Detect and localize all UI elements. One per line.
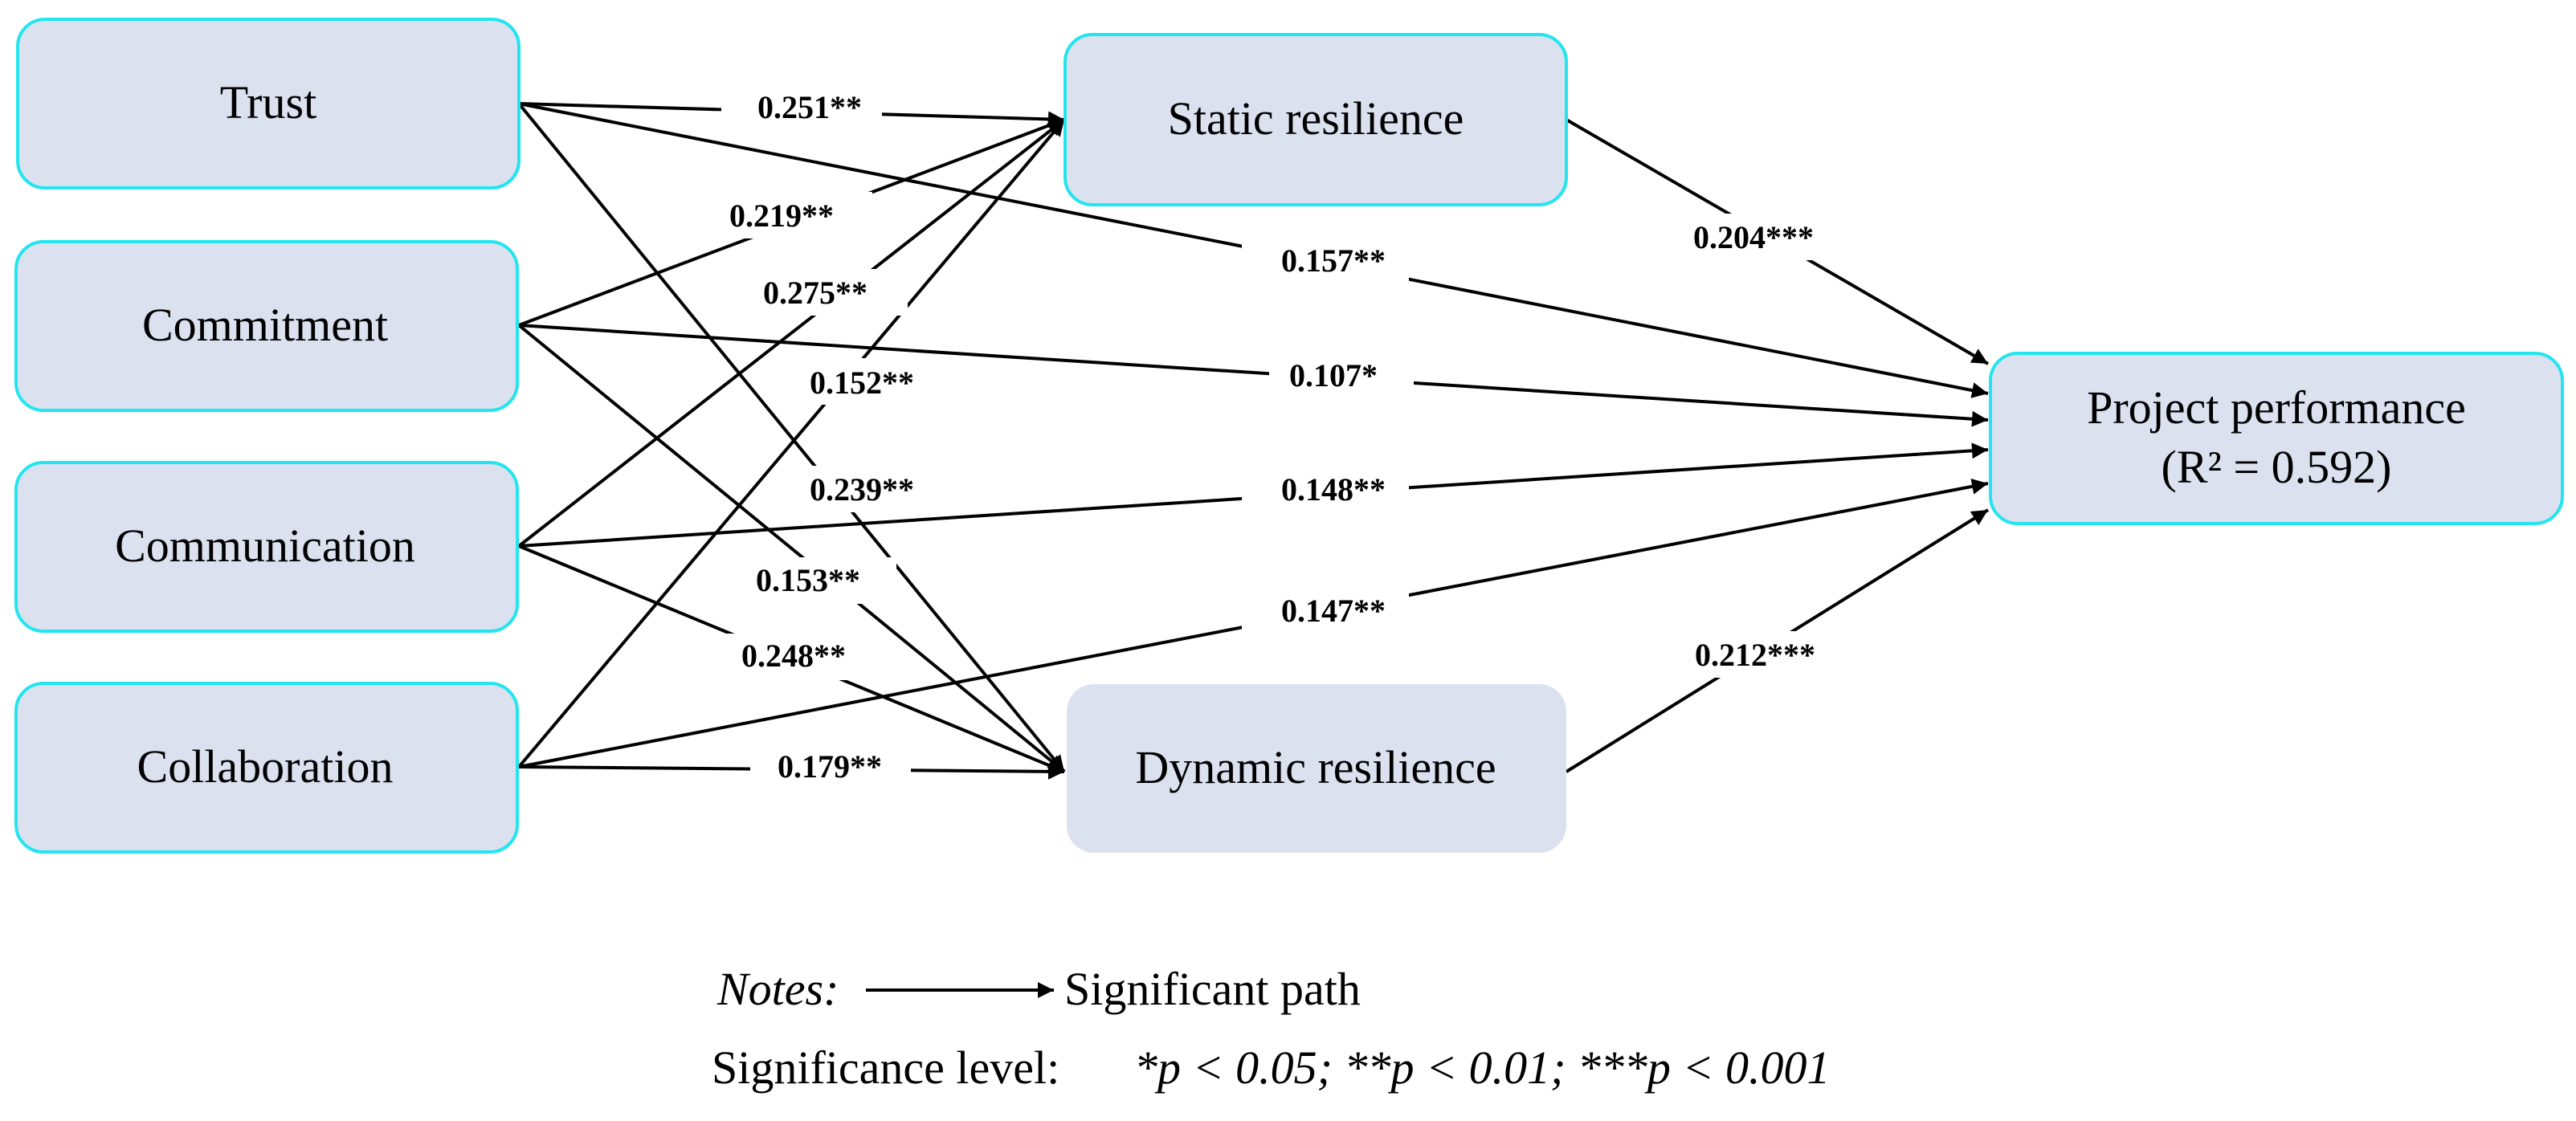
label-collaboration-dynamic: 0.179** [778,748,882,785]
label-commitment-performance: 0.107* [1289,357,1378,393]
label-trust-static: 0.251** [757,89,862,125]
label-communication-static: 0.275** [763,275,868,311]
edge-collaboration-static [517,118,1066,768]
label-communication-performance: 0.148** [1281,471,1386,508]
node-commitment: Commitment [14,240,519,412]
node-project-performance-r2: (R² = 0.592) [2162,441,2392,493]
edge-commitment-performance [518,324,1989,427]
label-trust-dynamic: 0.239** [810,471,914,508]
edge-labels: 0.251** 0.157** 0.219** 0.275** 0.152** … [712,84,1839,793]
edge-commitment-dynamic [517,324,1066,773]
node-collaboration-label: Collaboration [137,740,394,793]
node-collaboration: Collaboration [14,682,519,854]
label-collaboration-performance: 0.147** [1281,593,1386,629]
label-commitment-dynamic: 0.153** [756,562,860,598]
significance-label: Significance level: [712,1042,1059,1094]
label-static-performance: 0.204*** [1693,219,1814,255]
node-dynamic-resilience: Dynamic resilience [1067,684,1566,853]
label-collaboration-static: 0.152** [810,365,914,401]
notes-label: Notes: [716,963,839,1015]
node-trust-label: Trust [220,76,316,128]
node-project-performance-label: Project performance [2087,381,2466,434]
nodes: Trust Commitment Communication Collabora… [14,18,2564,854]
legend-text: Significant path [1064,963,1361,1015]
edge-communication-static [517,118,1066,548]
label-dynamic-performance: 0.212*** [1695,637,1815,673]
node-commitment-label: Commitment [142,299,388,351]
node-communication: Communication [14,461,519,633]
label-communication-dynamic: 0.248** [741,638,846,674]
node-dynamic-resilience-label: Dynamic resilience [1135,741,1496,793]
label-trust-performance: 0.157** [1281,243,1386,279]
node-static-resilience: Static resilience [1063,33,1568,206]
label-commitment-static: 0.219** [729,198,834,234]
node-trust: Trust [16,18,521,190]
node-static-resilience-label: Static resilience [1168,92,1464,145]
node-communication-label: Communication [115,520,415,572]
significance-values: *p < 0.05; **p < 0.01; ***p < 0.001 [1134,1042,1831,1094]
edge-trust-dynamic [517,102,1066,773]
node-project-performance: Project performance (R² = 0.592) [1989,352,2564,525]
notes: Notes: Significant path Significance lev… [712,963,1831,1094]
